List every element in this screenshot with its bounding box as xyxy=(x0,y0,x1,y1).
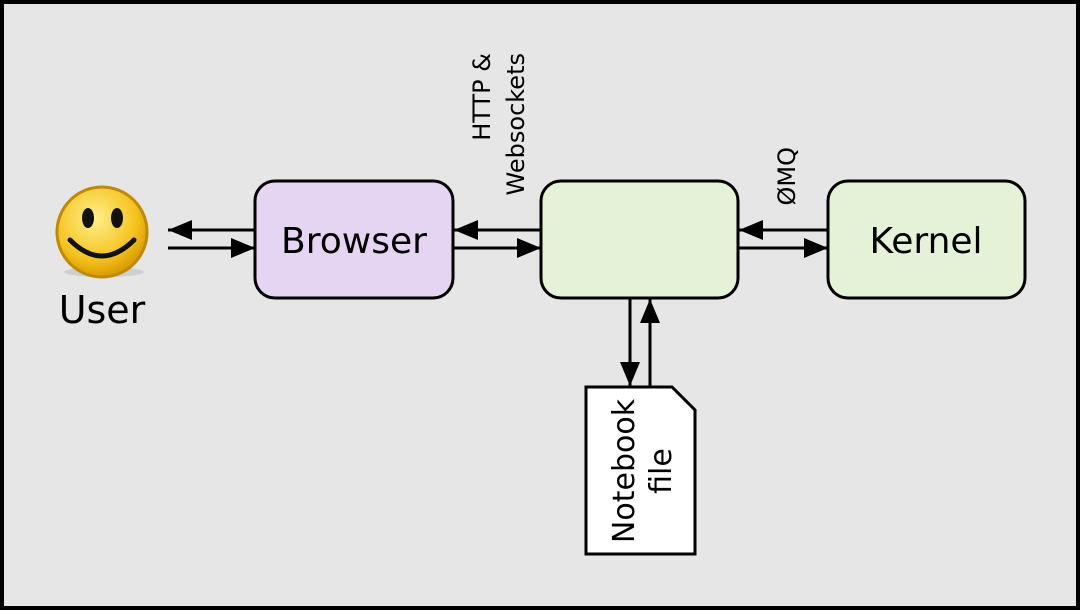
notebook-file-label-line1: Notebook xyxy=(607,398,642,543)
kernel-label: Kernel xyxy=(869,221,982,262)
http-protocol-label: HTTP & xyxy=(468,53,496,141)
websockets-protocol-label: Websockets xyxy=(502,53,530,195)
user-label: User xyxy=(59,288,146,332)
notebook-server-box xyxy=(539,179,740,300)
kernel-box xyxy=(826,179,1027,300)
notebook-file-label-line2: file xyxy=(644,448,679,494)
browser-box xyxy=(253,179,455,300)
user-smiley-icon xyxy=(55,185,149,279)
zmq-protocol-label: ØMQ xyxy=(773,147,801,206)
notebook-file-shape xyxy=(584,385,697,556)
browser-label: Browser xyxy=(281,221,427,262)
diagram-background xyxy=(4,4,1076,606)
